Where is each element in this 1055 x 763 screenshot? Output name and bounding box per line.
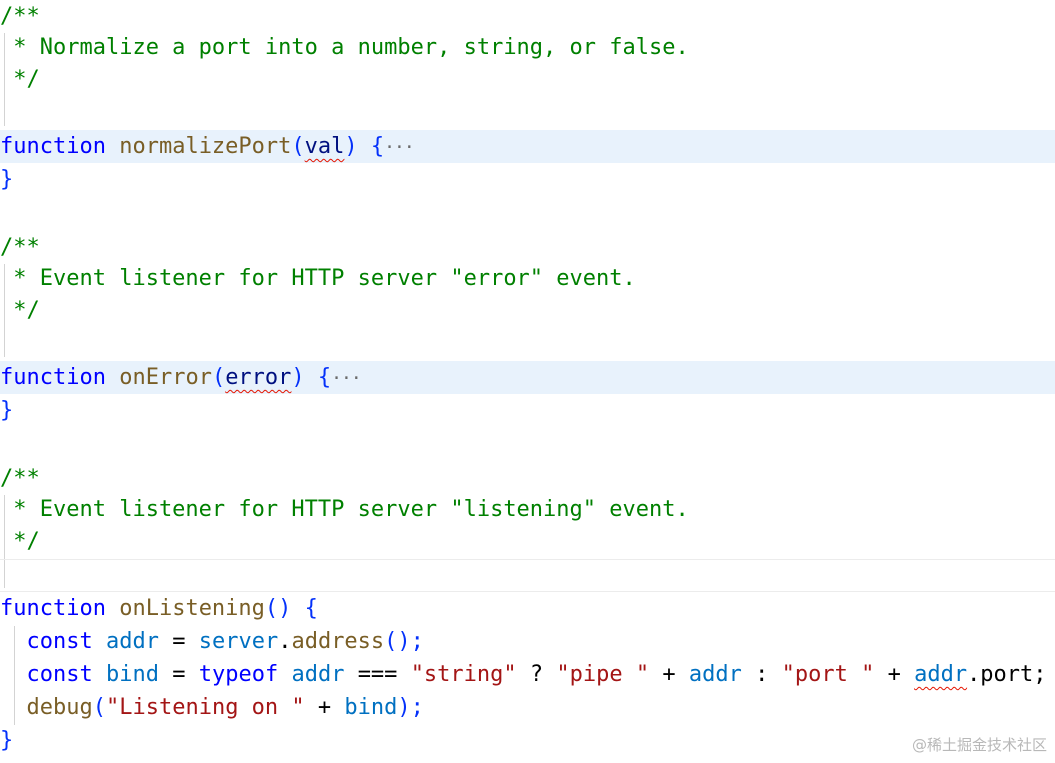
function-keyword: function — [0, 365, 106, 390]
paren-close: ) — [291, 365, 305, 390]
paren-open: ( — [92, 695, 106, 720]
function-param: val — [304, 134, 345, 159]
variable: server — [198, 629, 279, 654]
comment-open: /** — [0, 4, 40, 29]
folded-code-line[interactable]: function onError(error) {··· — [0, 361, 1055, 394]
operator: . — [278, 629, 292, 654]
code-line[interactable]: * Normalize a port into a number, string… — [0, 31, 1055, 64]
code-line[interactable]: * Event listener for HTTP server "error"… — [0, 262, 1055, 295]
current-line-highlight[interactable] — [0, 559, 1055, 592]
comment-close: */ — [0, 529, 40, 554]
variable: bind — [105, 662, 159, 687]
code-line[interactable]: } — [0, 394, 1055, 427]
comment-indent-guide — [4, 495, 5, 588]
comment-open: /** — [0, 235, 40, 260]
operator: : — [755, 662, 769, 687]
function-param: error — [225, 365, 292, 390]
const-keyword: const — [26, 629, 93, 654]
code-line[interactable]: /** — [0, 462, 1055, 495]
code-line[interactable]: const addr = server.address(); — [0, 625, 1055, 658]
doc-comment-text: * Event listener for HTTP server "error"… — [0, 266, 636, 291]
variable-with-error: addr — [914, 662, 968, 687]
function-call: debug — [26, 695, 93, 720]
method-name: address — [291, 629, 385, 654]
code-line[interactable]: */ — [0, 294, 1055, 327]
string-literal: "port " — [781, 662, 875, 687]
variable: bind — [344, 695, 398, 720]
function-name: onListening — [119, 596, 265, 621]
operator: + — [317, 695, 332, 720]
paren-open: ( — [211, 365, 226, 390]
operator: = — [172, 662, 186, 687]
function-keyword: function — [0, 134, 106, 159]
function-name: normalizePort — [119, 134, 292, 159]
function-keyword: function — [0, 596, 106, 621]
comment-close: */ — [0, 67, 40, 92]
code-line[interactable]: } — [0, 724, 1055, 757]
variable: addr — [688, 662, 742, 687]
code-line[interactable]: function onListening() { — [0, 592, 1055, 625]
code-line[interactable]: /** — [0, 231, 1055, 264]
brace-open: { — [317, 365, 332, 390]
string-literal: "string" — [410, 662, 517, 687]
code-line[interactable]: /** — [0, 0, 1055, 33]
operator: + — [662, 662, 676, 687]
brace-close: } — [0, 728, 14, 753]
variable: addr — [291, 662, 345, 687]
operator: + — [887, 662, 901, 687]
comment-indent-guide — [4, 264, 5, 357]
folded-code-line[interactable]: function normalizePort(val) {··· — [0, 130, 1055, 163]
typeof-keyword: typeof — [198, 662, 279, 687]
code-line[interactable]: } — [0, 163, 1055, 196]
function-name: onError — [119, 365, 212, 390]
function-body-indent-guide — [14, 626, 15, 725]
call-parens: (); — [384, 629, 424, 654]
brace-open: { — [304, 596, 318, 621]
property-access: .port; — [967, 662, 1047, 687]
code-line[interactable]: */ — [0, 525, 1055, 558]
parens: () — [264, 596, 292, 621]
code-line[interactable]: const bind = typeof addr === "string" ? … — [0, 658, 1055, 691]
watermark: @稀土掘金技术社区 — [911, 736, 1047, 754]
paren-close: ) — [344, 134, 358, 159]
operator: ? — [529, 662, 544, 687]
fold-ellipsis-icon[interactable]: ··· — [331, 368, 361, 389]
string-literal: "pipe " — [556, 662, 650, 687]
fold-ellipsis-icon[interactable]: ··· — [384, 137, 414, 158]
doc-comment-text: * Normalize a port into a number, string… — [0, 35, 689, 60]
comment-close: */ — [0, 298, 40, 323]
const-keyword: const — [26, 662, 93, 687]
comment-open: /** — [0, 466, 40, 491]
doc-comment-text: * Event listener for HTTP server "listen… — [0, 497, 689, 522]
code-line[interactable]: * Event listener for HTTP server "listen… — [0, 493, 1055, 526]
operator: = — [172, 629, 186, 654]
brace-close: } — [0, 167, 14, 192]
code-line[interactable]: */ — [0, 63, 1055, 96]
variable: addr — [105, 629, 159, 654]
brace-close: } — [0, 398, 14, 423]
code-line[interactable]: debug("Listening on " + bind); — [0, 691, 1055, 724]
string-literal: "Listening on " — [105, 695, 305, 720]
paren-open: ( — [291, 134, 305, 159]
comment-indent-guide — [4, 33, 5, 126]
brace-open: { — [370, 134, 385, 159]
paren-close: ); — [397, 695, 424, 720]
operator: === — [357, 662, 398, 687]
